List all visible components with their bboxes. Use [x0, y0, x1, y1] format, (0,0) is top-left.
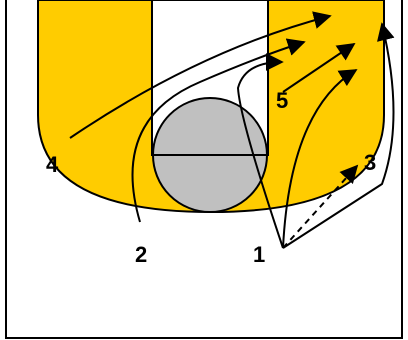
player-3-label: 3 [364, 150, 376, 175]
cut-path-player-5 [282, 42, 356, 93]
player-5-label: 5 [276, 88, 288, 113]
player-1-label: 1 [253, 242, 265, 267]
cut-path-player-4 [69, 11, 332, 139]
player-4-label: 4 [46, 152, 59, 177]
path-player-1-curve [282, 69, 358, 249]
player-2-label: 2 [135, 242, 147, 267]
path-player-1-loop [236, 53, 284, 249]
cut-path-player-3 [282, 22, 395, 249]
court-boundary [5, 0, 403, 339]
pass-line-player-1-to-3 [282, 164, 359, 249]
